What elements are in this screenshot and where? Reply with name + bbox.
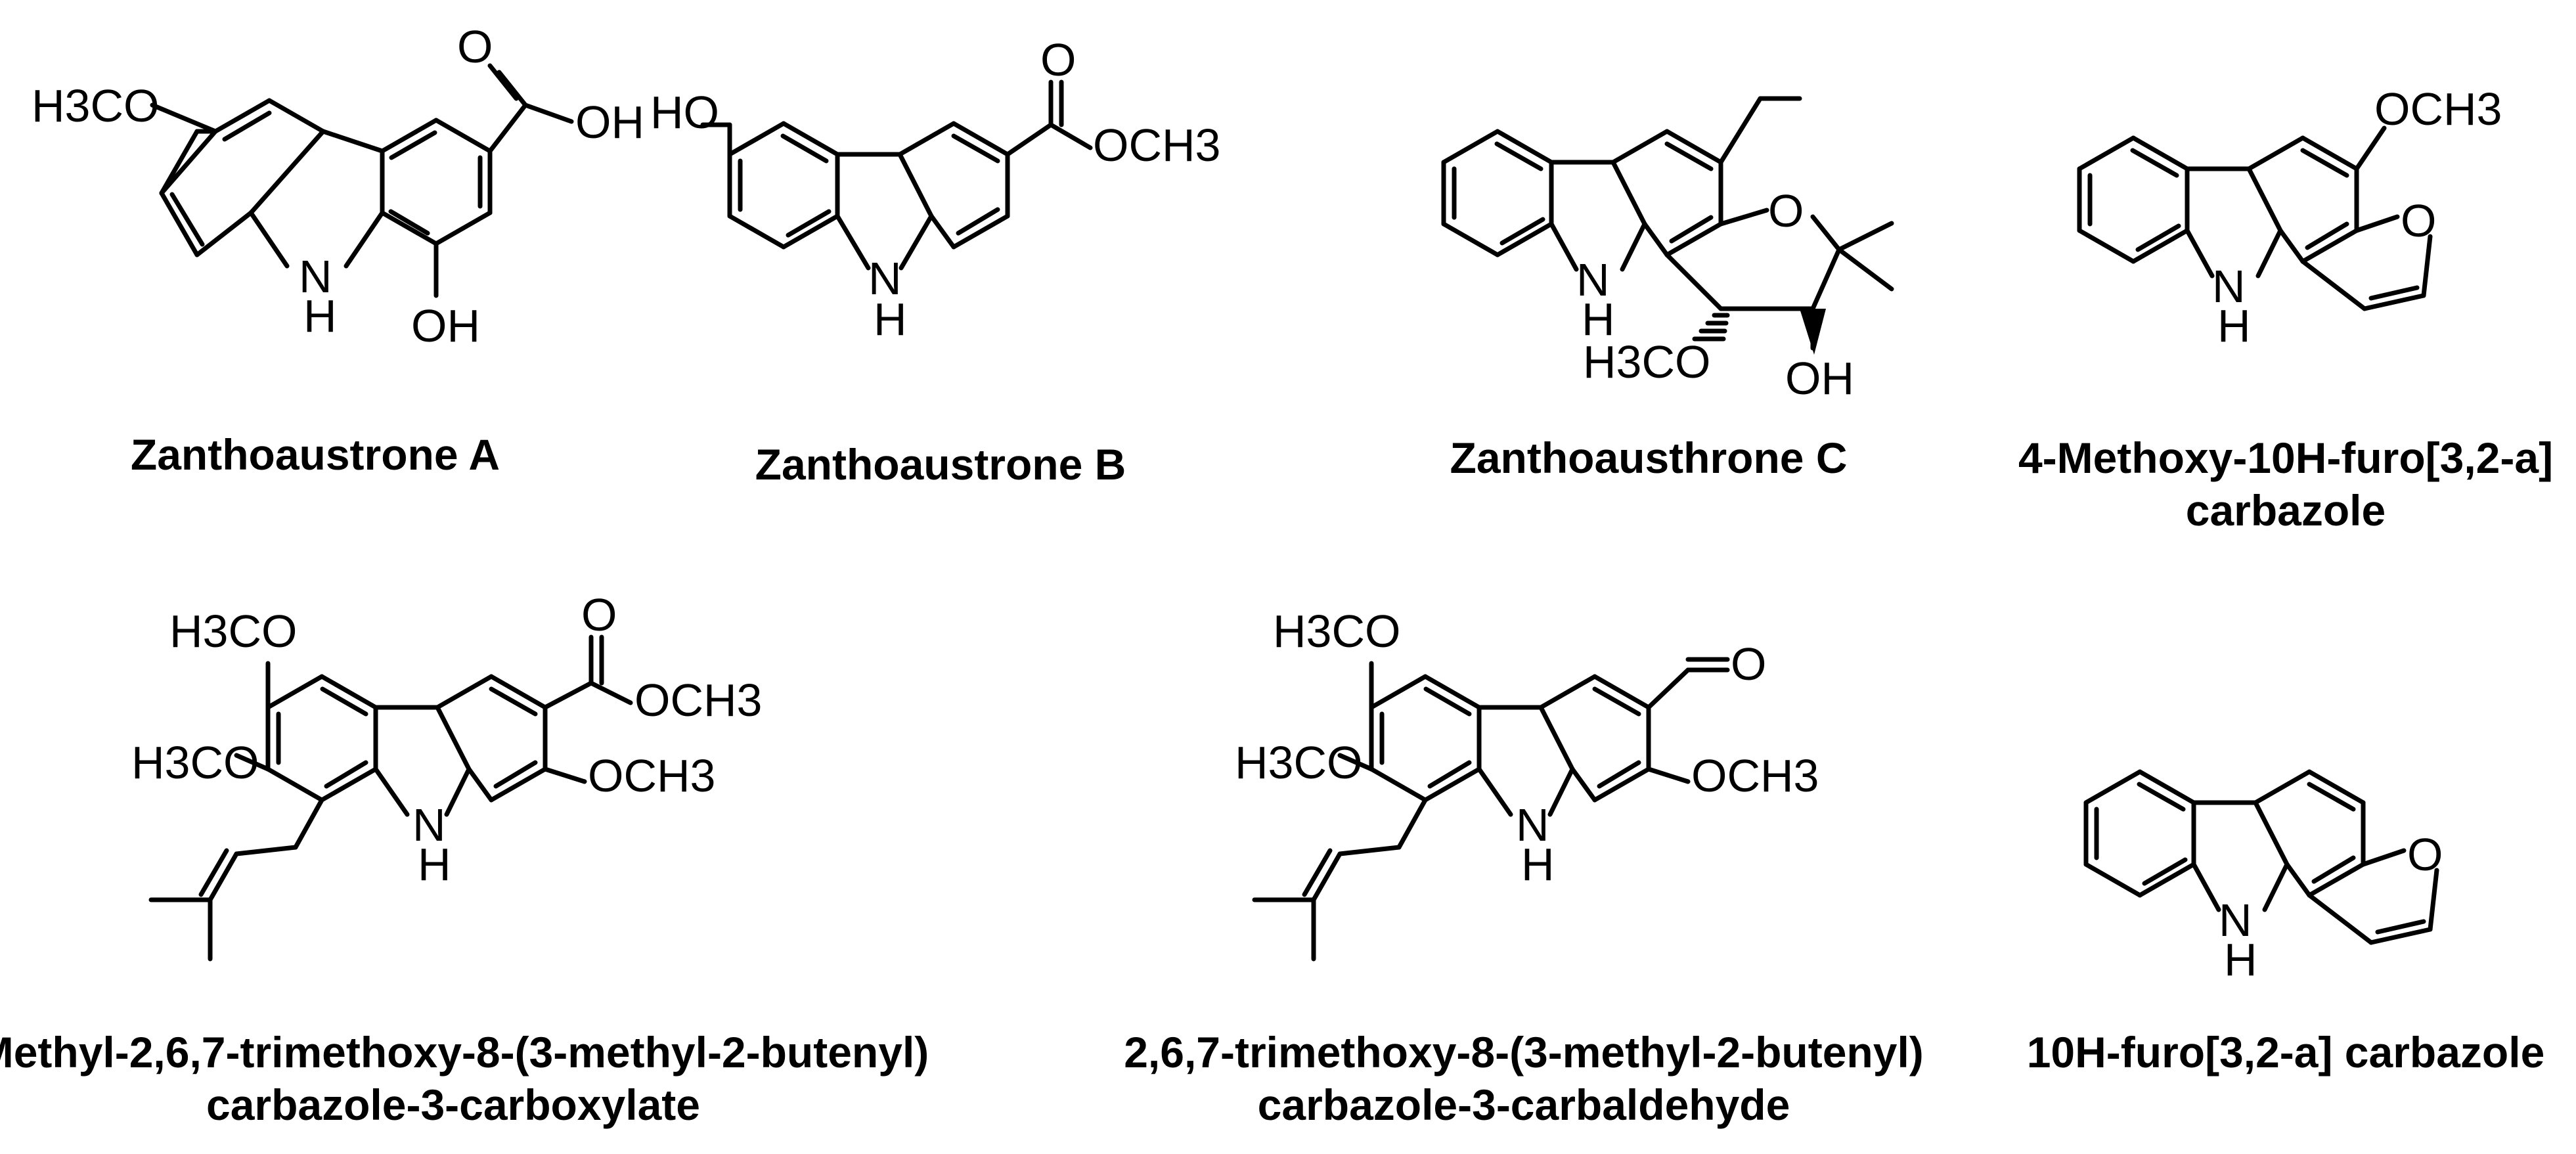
methyl-carboxylate-caption-line-1: Methyl-2,6,7-trimethoxy-8-(3-methyl-2-bu… [0,1028,929,1076]
zanthoaustrone-a-carbonyl-o-label: O [457,21,493,72]
zanthoaustrone-a-nh-n-label: N [299,251,332,302]
zanthoausthrone-c-ring-o-label: O [1768,185,1804,236]
methyl-carboxylate-caption-line-2: carbazole-3-carboxylate [206,1080,700,1129]
zanthoaustrone-b-carbonyl-o-label: O [1040,34,1076,85]
methoxy-furocarbazole-caption-line-1: 4-Methoxy-10H-furo[3,2-a] [2018,433,2553,482]
zanthoaustrone-b-caption: Zanthoaustrone B [755,440,1126,489]
zanthoaustrone-b-nh-label: H [874,294,907,345]
zanthoaustrone-b-bonds [700,79,1093,271]
zanthoaustrone-b-hydroxy-label: HO [650,87,719,138]
furocarbazole-furan-o-label: O [2407,829,2443,880]
carbaldehyde-bonds [1252,657,1730,962]
methoxy-furocarbazole-caption-line-2: carbazole [2186,486,2386,535]
zanthoausthrone-c-caption: Zanthoausthrone C [1450,433,1848,482]
compound-zanthoaustrone-b: HO O OCH3 N H Zanthoaustrone B [650,34,1220,489]
methyl-carboxylate-methoxy-top-label: H3CO [169,606,297,657]
carbaldehyde-aldehyde-o-label: O [1731,638,1766,690]
methyl-carboxylate-methoxy-right-label: OCH3 [588,750,715,801]
methyl-carboxylate-nh-label: H [418,839,451,890]
carbaldehyde-nh-label: H [1521,839,1555,890]
compound-methyl-carboxylate: H3CO H3CO O OCH3 OCH3 N H Methyl-2,6,7-t… [0,589,929,1129]
furocarbazole-bonds [2083,769,2439,945]
methoxy-furocarbazole-methoxy-label: OCH3 [2374,83,2502,135]
methoxy-furocarbazole-nh-n-label: N [2212,261,2246,312]
zanthoausthrone-c-wedge [1800,309,1826,355]
methyl-carboxylate-bonds [148,634,633,962]
zanthoaustrone-a-methoxy-label: H3CO [32,80,159,131]
methyl-carboxylate-ester-label: OCH3 [634,675,762,726]
methyl-carboxylate-carbonyl-o-label: O [581,589,617,640]
carbaldehyde-nh-n-label: N [1516,799,1549,851]
zanthoausthrone-c-hash [1692,313,1730,342]
compound-furocarbazole: O N H 10H-furo[3,2-a] carbazole [2027,769,2545,1076]
methyl-carboxylate-nh-n-label: N [412,799,446,851]
furocarbazole-nh-n-label: N [2219,895,2252,946]
zanthoaustrone-a-caption: Zanthoaustrone A [131,430,500,479]
zanthoausthrone-c-oh-label: OH [1785,353,1854,404]
zanthoaustrone-a-acid-oh-label: OH [575,97,644,148]
furocarbazole-nh-label: H [2224,934,2257,985]
compound-4-methoxy-furocarbazole: OCH3 O N H 4-Methoxy-10H-furo[3,2-a] car… [2018,83,2553,535]
carbaldehyde-caption-line-1: 2,6,7-trimethoxy-8-(3-methyl-2-butenyl) [1124,1028,1924,1076]
zanthoaustrone-b-nh-n-label: N [868,253,902,304]
methoxy-furocarbazole-nh-label: H [2217,300,2251,351]
methoxy-furocarbazole-bonds [2077,125,2433,311]
compound-zanthoausthrone-c: O N H H3CO OH Zanthoausthrone C [1441,96,1894,482]
methyl-carboxylate-methoxy-mid-label: H3CO [131,737,259,788]
carbaldehyde-methoxy-top-label: H3CO [1273,606,1400,657]
furocarbazole-caption: 10H-furo[3,2-a] carbazole [2027,1028,2545,1076]
zanthoaustrone-b-ester-label: OCH3 [1093,120,1220,171]
compound-carbaldehyde: H3CO H3CO O OCH3 N H 2,6,7-trimethoxy-8-… [1124,606,1924,1129]
zanthoaustrone-a-ring-oh-label: OH [411,300,480,351]
zanthoausthrone-c-nh-label: H [1582,294,1615,345]
zanthoaustrone-a-bonds [150,63,574,298]
zanthoausthrone-c-nh-n-label: N [1576,254,1610,305]
compound-zanthoaustrone-a: H3CO O OH OH N H Zanthoaustrone A [32,21,644,479]
methoxy-furocarbazole-furan-o-label: O [2401,195,2436,246]
zanthoaustrone-a-nh-label: H [303,290,337,342]
carbaldehyde-methoxy-right-label: OCH3 [1691,750,1819,801]
carbaldehyde-caption-line-2: carbazole-3-carbaldehyde [1258,1080,1790,1129]
zanthoausthrone-c-methoxy-label: H3CO [1583,336,1710,388]
carbaldehyde-methoxy-mid-label: H3CO [1235,737,1362,788]
